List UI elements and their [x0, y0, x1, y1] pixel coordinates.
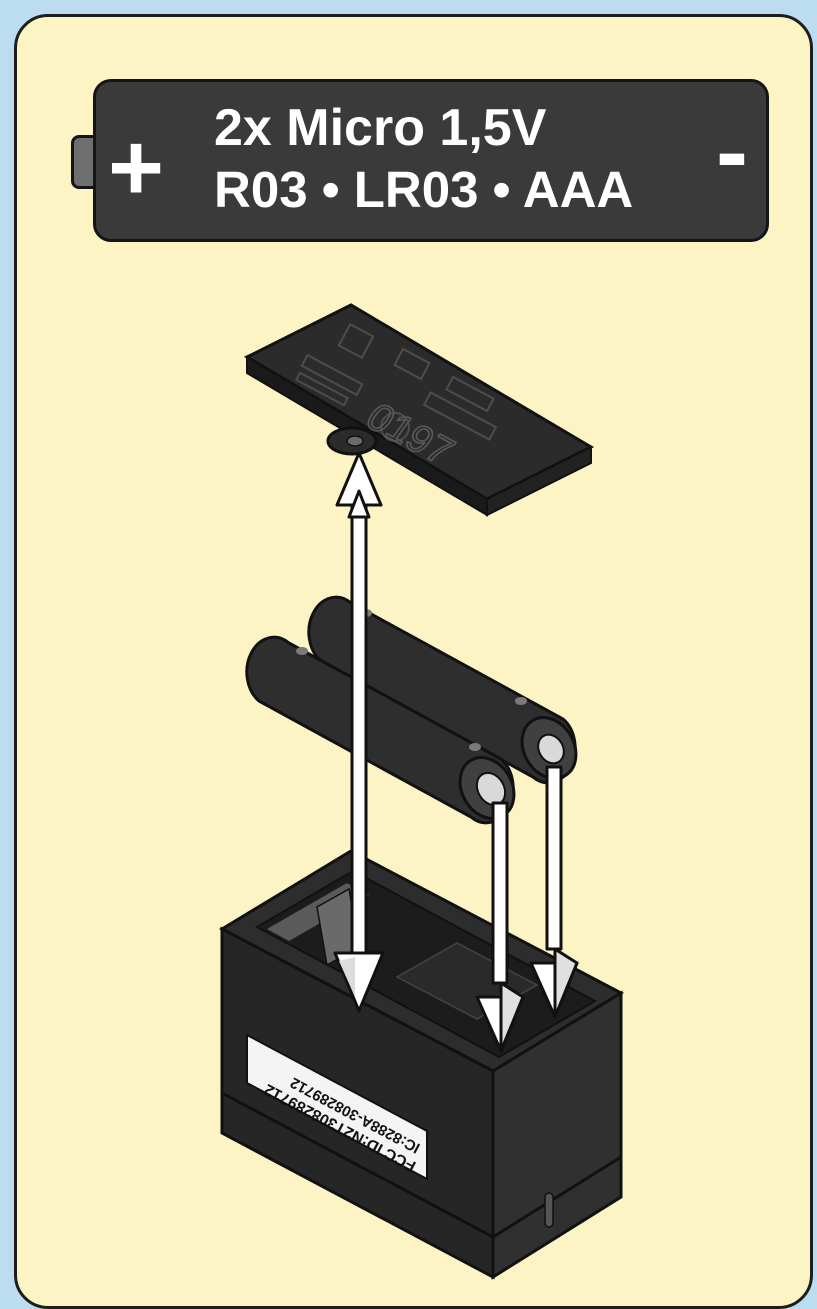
battery-lid: 0197 [247, 305, 591, 515]
battery-back-arrow [531, 767, 577, 1017]
battery-insertion-illustration: 0197 [17, 17, 813, 1309]
aaa-batteries [247, 597, 587, 828]
instruction-panel: + 2x Micro 1,5V R03 • LR03 • AAA - 019 [14, 14, 813, 1309]
